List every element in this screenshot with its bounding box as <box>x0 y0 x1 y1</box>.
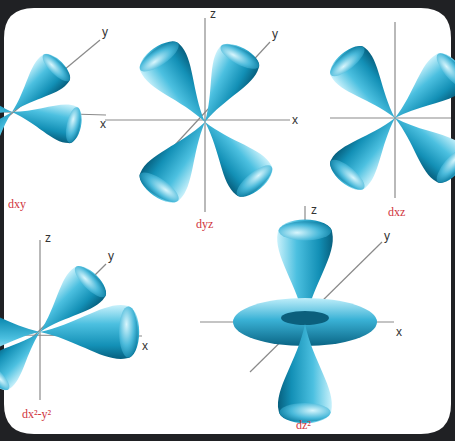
axis-label: z <box>210 8 216 20</box>
axis-label: x <box>292 114 298 126</box>
axis-label: y <box>272 28 278 40</box>
orbital-name: dz² <box>296 419 311 431</box>
orbital-name: dxy <box>8 198 26 210</box>
orbital-name: dx²-y² <box>22 408 51 420</box>
axis-label: y <box>384 230 390 242</box>
axis-label: x <box>142 340 148 352</box>
orbital-name: dxz <box>388 206 405 218</box>
orbital-name: dyz <box>196 218 213 230</box>
axis-label: y <box>102 26 108 38</box>
axis-label: x <box>100 118 106 130</box>
axis-label: z <box>311 204 317 216</box>
axis-label: z <box>45 232 51 244</box>
axis-label: y <box>108 250 114 262</box>
axis-label: x <box>396 326 402 338</box>
